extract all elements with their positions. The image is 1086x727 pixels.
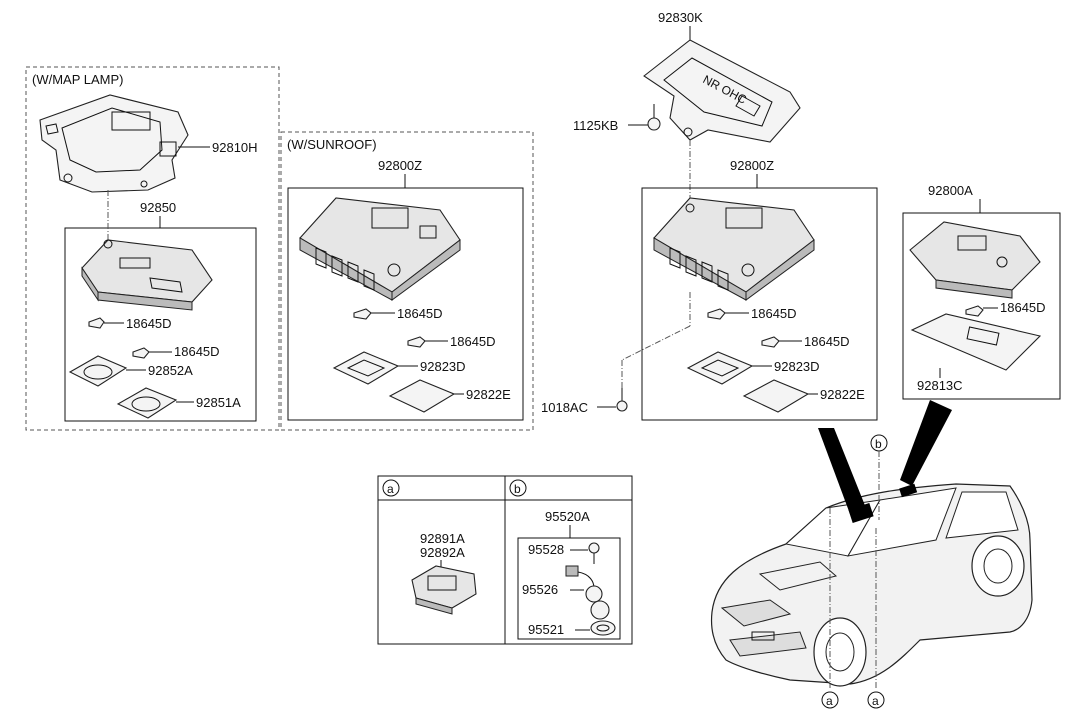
lens-92822e-1 — [388, 379, 464, 413]
lens-92822e-2 — [742, 379, 818, 413]
bracket-92830k-drawing: NR OHC — [643, 39, 801, 143]
lens-92852a — [68, 355, 146, 387]
box-92850 — [64, 227, 257, 422]
label-92800a: 92800A — [928, 183, 973, 198]
roof-lamp-marker-rear — [899, 483, 918, 498]
lens-92813c — [910, 313, 1042, 371]
label-92822e-2: 92822E — [820, 387, 865, 402]
label-95520a: 95520A — [545, 509, 590, 524]
label-92810h: 92810H — [212, 140, 258, 155]
screw-1018ac — [616, 388, 628, 412]
box-92800z — [641, 187, 878, 421]
bulb-18645d-6 — [761, 336, 802, 348]
label-18645d-5: 18645D — [751, 306, 797, 321]
callout-a-letter-2: a — [872, 694, 879, 708]
label-18645d-6: 18645D — [804, 334, 850, 349]
bulb-18645d-2 — [132, 347, 172, 359]
callout-a-circle-2 — [867, 691, 885, 709]
sunroof-group-title: (W/SUNROOF) — [287, 137, 377, 152]
bulb-18645d-5 — [707, 308, 749, 320]
bracket-92810h-drawing — [39, 94, 189, 193]
tab-a-letter: a — [387, 482, 394, 496]
label-18645d-1: 18645D — [126, 316, 172, 331]
sunroof-console-drawing — [299, 197, 461, 301]
label-92822e-1: 92822E — [466, 387, 511, 402]
box-92800z-sunroof — [287, 187, 524, 421]
label-95521: 95521 — [528, 622, 564, 637]
label-92892a: 92892A — [420, 545, 465, 560]
map-lamp-group-box — [25, 66, 280, 431]
label-92823d-1: 92823D — [420, 359, 466, 374]
label-92852a: 92852A — [148, 363, 193, 378]
lens-92823d-2 — [686, 351, 772, 385]
label-92800z: 92800Z — [730, 158, 774, 173]
map-lamp-group-title: (W/MAP LAMP) — [32, 72, 124, 87]
car-illustration — [710, 400, 1033, 687]
tab-b-circle — [509, 479, 527, 497]
map-lamp-housing-drawing — [81, 239, 213, 311]
label-92891a: 92891A — [420, 531, 465, 546]
sunroof-group-box — [280, 131, 534, 431]
label-92800z-sunroof: 92800Z — [378, 158, 422, 173]
connector-95526 — [565, 565, 610, 620]
label-92830k: 92830K — [658, 10, 703, 25]
callout-a-letter-1: a — [826, 694, 833, 708]
screw-1125kb — [647, 104, 661, 131]
bulb-18645d-7 — [965, 305, 998, 317]
label-1125kb: 1125KB — [573, 118, 618, 133]
tab-b-letter: b — [514, 482, 521, 496]
screw-95528 — [588, 542, 600, 564]
tab-a-circle — [382, 479, 400, 497]
console-92800z-drawing — [653, 197, 815, 301]
lens-92823d-1 — [332, 351, 418, 385]
pointer-front — [818, 428, 866, 514]
label-92850: 92850 — [140, 200, 176, 215]
label-95528: 95528 — [528, 542, 564, 557]
label-1018ac: 1018AC — [541, 400, 588, 415]
label-95526: 95526 — [522, 582, 558, 597]
label-18645d-3: 18645D — [397, 306, 443, 321]
label-92851a: 92851A — [196, 395, 241, 410]
bulb-18645d-4 — [407, 336, 448, 348]
callout-a-circle-1 — [821, 691, 839, 709]
lens-92851a — [116, 387, 194, 419]
label-92823d-2: 92823D — [774, 359, 820, 374]
console-92800a-drawing — [909, 221, 1041, 299]
label-92813c: 92813C — [917, 378, 963, 393]
lamp-92891a-drawing — [411, 565, 477, 615]
box-92800a — [902, 212, 1061, 400]
bulb-18645d-1 — [88, 317, 124, 329]
holder-95521 — [590, 620, 616, 636]
label-18645d-7: 18645D — [1000, 300, 1046, 315]
label-18645d-4: 18645D — [450, 334, 496, 349]
label-18645d-2: 18645D — [174, 344, 220, 359]
bulb-18645d-3 — [353, 308, 395, 320]
pointer-rear — [900, 400, 952, 486]
box-95520a — [517, 537, 621, 640]
callout-b-letter: b — [875, 437, 882, 451]
